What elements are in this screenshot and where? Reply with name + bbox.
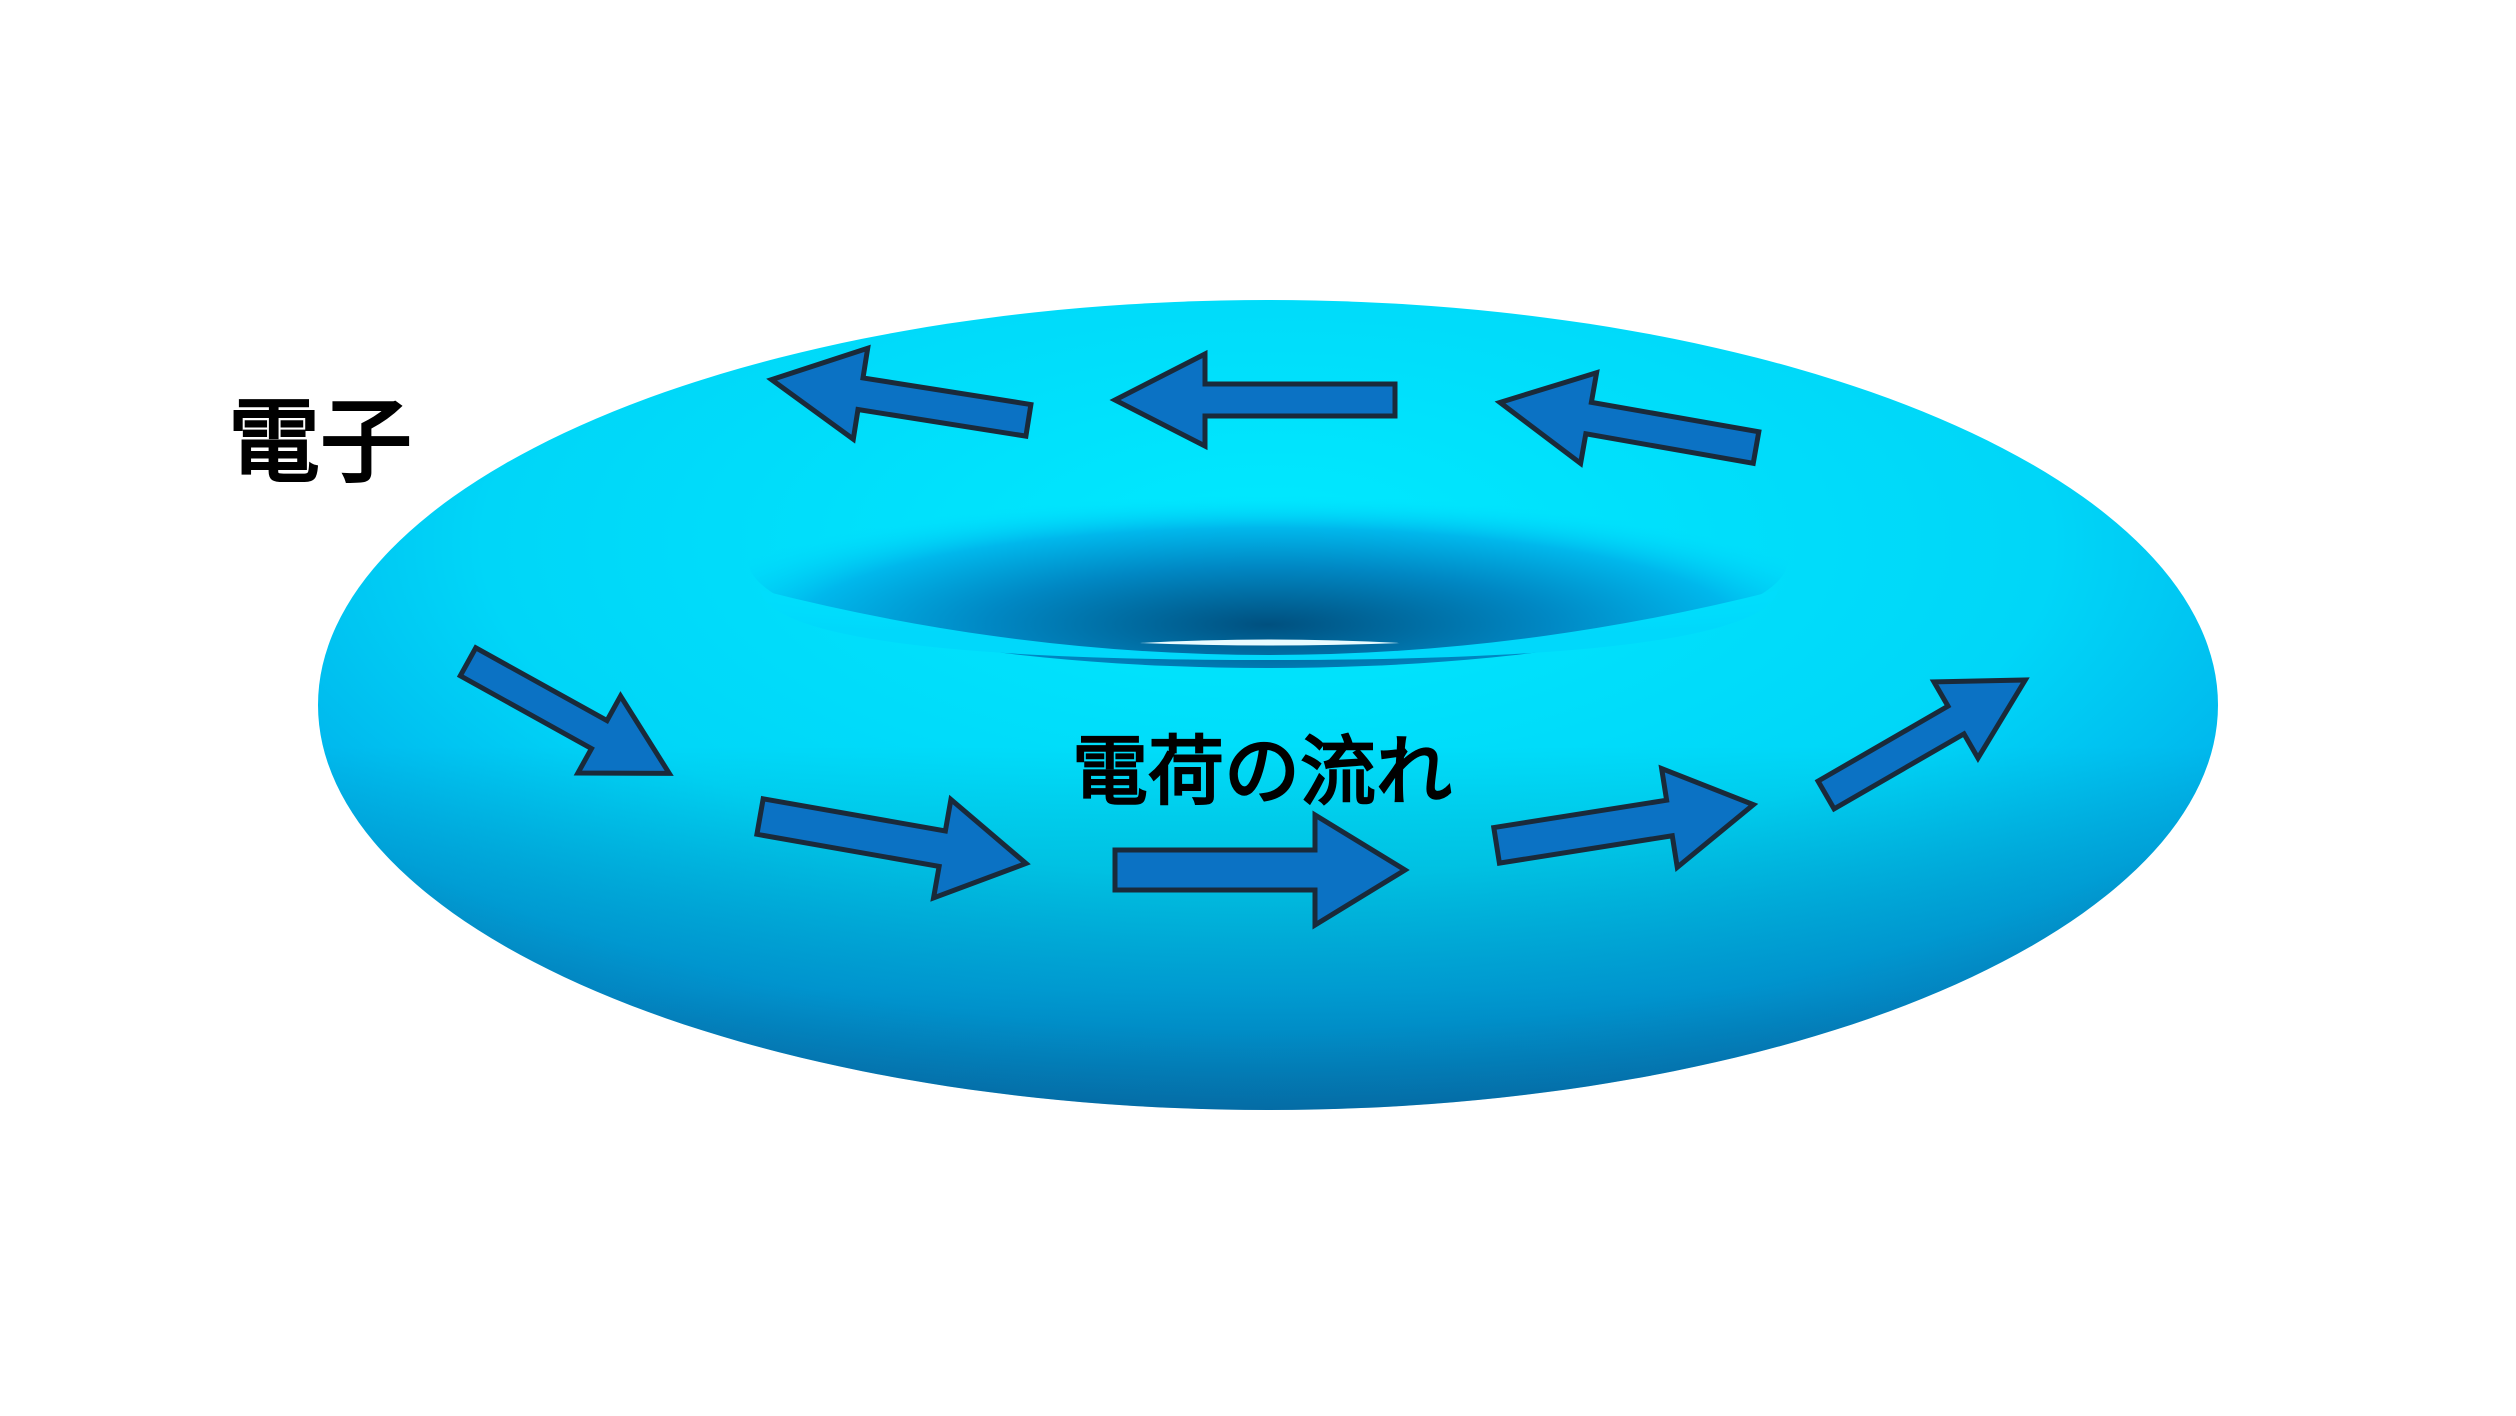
torus-inner-lip [760,590,1778,660]
arrow-right-icon [1490,764,1759,873]
charge-flow-label: 電荷の流れ [1072,727,1452,816]
arrow-left-icon [766,344,1034,444]
arrow-right-icon [456,644,674,776]
arrow-left-icon [1494,369,1762,468]
flow-arrows [456,344,2030,930]
arrow-right-icon [754,794,1031,902]
electron-label: 電子 [228,389,413,496]
arrow-right-icon [1814,677,2030,813]
arrow-left-icon [1109,349,1398,451]
torus-bottom-shading [318,300,2218,1110]
torus-hole-shadow [748,452,1788,668]
torus [318,300,2218,1110]
arrow-right-icon [1112,810,1410,930]
torus-hole-gap [1140,639,1400,646]
